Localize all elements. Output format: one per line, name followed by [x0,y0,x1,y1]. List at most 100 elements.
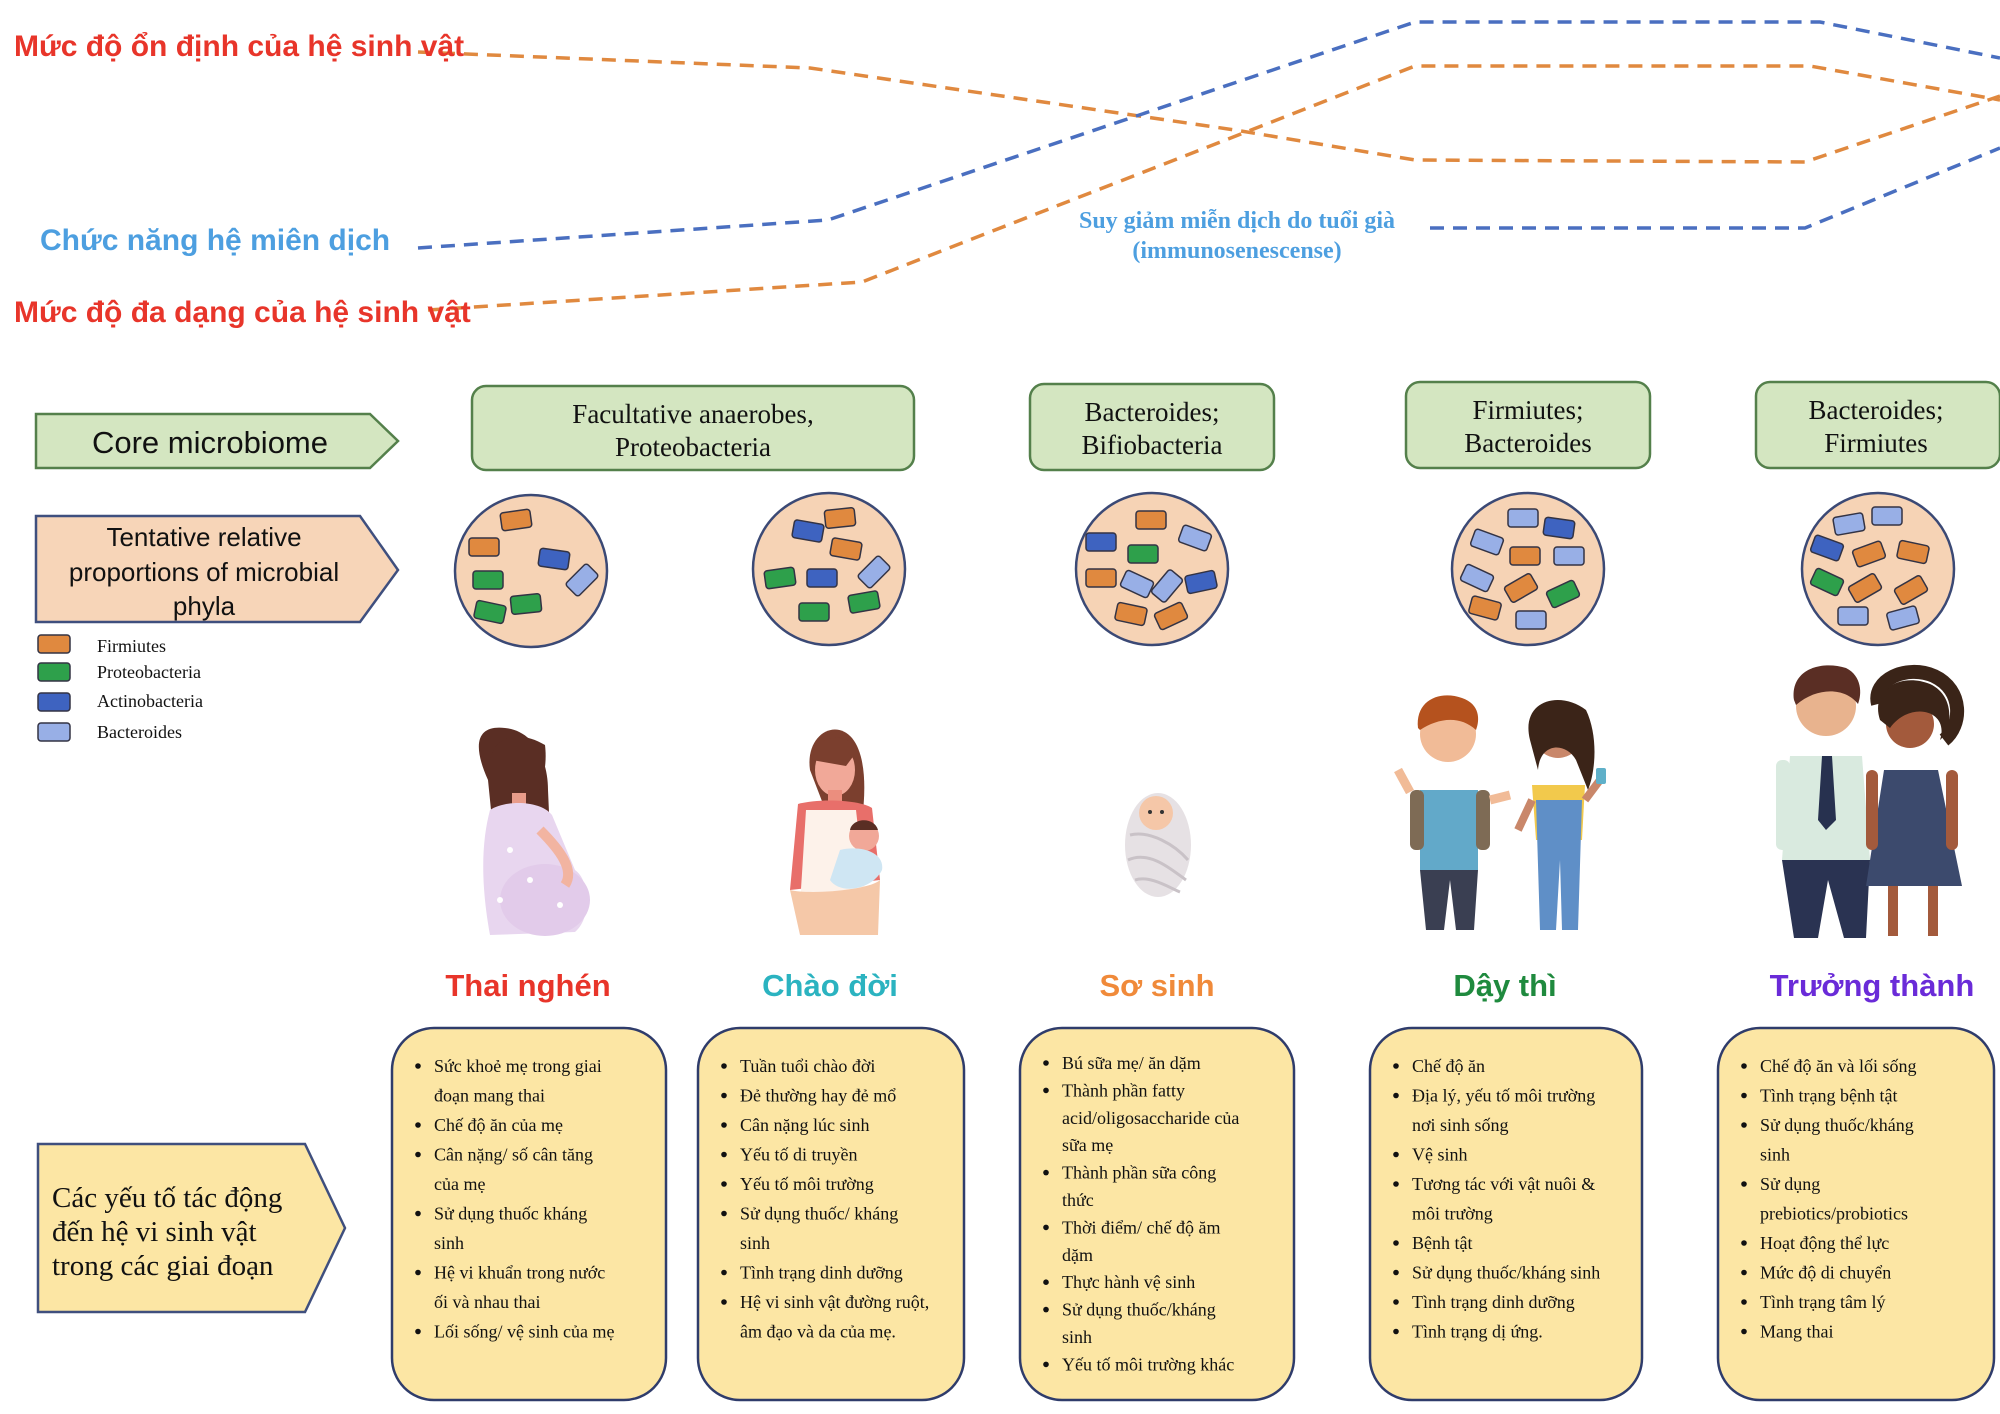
factor-line: đoạn mang thai [434,1086,545,1106]
bullet-dot [721,1063,727,1069]
stage-name-chao-doi: Chào đời [762,968,898,1003]
factor-line: acid/oligosaccharide của [1062,1108,1239,1128]
factor-line: Chế độ ăn [1412,1056,1485,1076]
factor-line: Hệ vi sinh vật đường ruột, [740,1292,929,1312]
immunosenescence-label-line2: (immunosenescense) [1132,238,1341,264]
factor-line: Mức độ di chuyển [1760,1263,1891,1283]
bullet-dot [1741,1328,1747,1335]
factor-line: sinh [1760,1145,1790,1165]
factor-line: Thực hành vệ sinh [1062,1272,1195,1292]
factor-line: Thời điểm/ chế độ ăm [1062,1217,1220,1237]
factor-line: âm đạo và da của mẹ. [740,1322,896,1342]
bullet-dot [1741,1122,1747,1128]
factor-line: Sử dụng thuốc/kháng [1062,1300,1216,1320]
immune-label: Chức năng hệ miên dịch [40,224,390,257]
mother-holding-baby-illustration [790,729,883,935]
bullet-dot [1741,1063,1747,1069]
factors-label-line2: đến hệ vi sinh vật [52,1216,257,1248]
core-box-1-line1: Facultative anaerobes, [572,399,813,429]
bullet-dot [721,1122,727,1128]
proportions-label-line2: proportions of microbial [69,557,339,587]
bullet-dot [1741,1092,1747,1099]
stage-name-day-thi: Dậy thì [1453,968,1556,1003]
stage-name-truong-thanh: Trưởng thành [1770,968,1975,1003]
bullet-dot [415,1151,421,1158]
legend-label-actinobacteria: Actinobacteria [97,691,203,711]
microbe-circle-5 [1800,491,1956,647]
bullet-dot [1393,1063,1399,1069]
bullet-dot [721,1269,727,1276]
factor-line: Đẻ thường hay đẻ mổ [740,1086,896,1106]
factor-line: Tình trạng dinh dưỡng [740,1263,903,1283]
immunosenescence-label-line1: Suy giảm miễn dịch do tuổi già [1079,208,1395,234]
factor-line: Sử dụng thuốc kháng [434,1204,587,1224]
bullet-dot [1741,1240,1747,1246]
factor-line: Tuần tuổi chào đời [740,1056,875,1076]
factor-line: prebiotics/probiotics [1760,1204,1908,1224]
factor-line: Sử dụng thuốc/kháng sinh [1412,1263,1600,1283]
bullet-dot [721,1210,727,1217]
factor-line: Tình trạng dị ứng. [1412,1322,1543,1342]
proportions-header: Tentative relative proportions of microb… [34,514,400,624]
factor-line: Bệnh tật [1412,1233,1473,1253]
legend-swatch-actinobacteria [37,692,71,712]
factors-header: Các yếu tố tác động đến hệ vi sinh vật t… [36,1142,347,1314]
core-box-2: Bacteroides; Bifiobacteria [1028,382,1276,472]
factor-line: Vệ sinh [1412,1145,1468,1165]
bullet-dot [1043,1361,1049,1368]
bullet-dot [1393,1092,1399,1099]
factor-line: Sức khoẻ mẹ trong giai [434,1056,602,1076]
legend-swatch-firmiutes [37,634,71,654]
factors-label-line3: trong các giai đoạn [52,1250,274,1282]
core-box-1-line2: Proteobacteria [615,432,771,462]
bullet-dot [721,1092,727,1099]
bullet-dot [721,1151,727,1158]
factor-line: sinh [1062,1327,1092,1347]
factor-line: dặm [1062,1245,1093,1265]
legend-label-bacteroides: Bacteroides [97,722,182,742]
factor-line: Mang thai [1760,1322,1834,1342]
factor-line: Hệ vi khuẩn trong nước [434,1263,605,1283]
microbe-circle-2 [751,491,907,647]
factor-line: Cân nặng lúc sinh [740,1115,869,1135]
proportions-label-line3: phyla [173,591,236,621]
bullet-dot [1393,1269,1399,1276]
proportions-label-line1: Tentative relative [106,522,301,552]
bullet-dot [1393,1299,1399,1305]
adult-couple-illustration [1776,665,1964,938]
factor-line: Tình trạng tâm lý [1760,1292,1885,1312]
core-microbiome-label: Core microbiome [92,425,328,460]
bullet-dot [1393,1328,1399,1335]
core-box-2-line1: Bacteroides; [1085,397,1220,427]
factor-line: sinh [740,1233,770,1253]
trend-lines [417,20,2000,312]
factor-line: Yếu tố môi trường khác [1062,1354,1234,1374]
phyla-legend: Firmiutes Proteobacteria Actinobacteria … [37,634,203,742]
microbe-circle-3 [1074,491,1230,647]
bullet-dot [1393,1181,1399,1187]
bullet-dot [1043,1169,1049,1176]
teen-boy-and-girl-illustration [1394,695,1606,930]
factor-line: Thành phần sữa công [1062,1163,1216,1183]
bullet-dot [415,1122,421,1128]
core-box-1: Facultative anaerobes, Proteobacteria [470,384,916,472]
factor-line: môi trường [1412,1204,1493,1224]
factor-line: Chế độ ăn và lối sống [1760,1056,1916,1076]
bullet-dot [1741,1181,1747,1187]
factor-line: Tình trạng dinh dưỡng [1412,1292,1575,1312]
bullet-dot [1741,1269,1747,1276]
bullet-dot [1393,1240,1399,1246]
diversity-trend-line [427,64,2000,312]
core-box-4: Bacteroides; Firmiutes [1754,380,2000,470]
factor-line: Cân nặng/ số cân tăng [434,1145,593,1165]
factor-line: Tương tác với vật nuôi & [1412,1174,1595,1194]
core-box-3-line1: Firmiutes; [1472,395,1583,425]
core-box-3: Firmiutes; Bacteroides [1404,380,1652,470]
factor-line: thức [1062,1190,1094,1210]
factor-line: Yếu tố di truyền [740,1145,857,1165]
factor-line: Địa lý, yếu tố môi trường [1412,1086,1595,1106]
